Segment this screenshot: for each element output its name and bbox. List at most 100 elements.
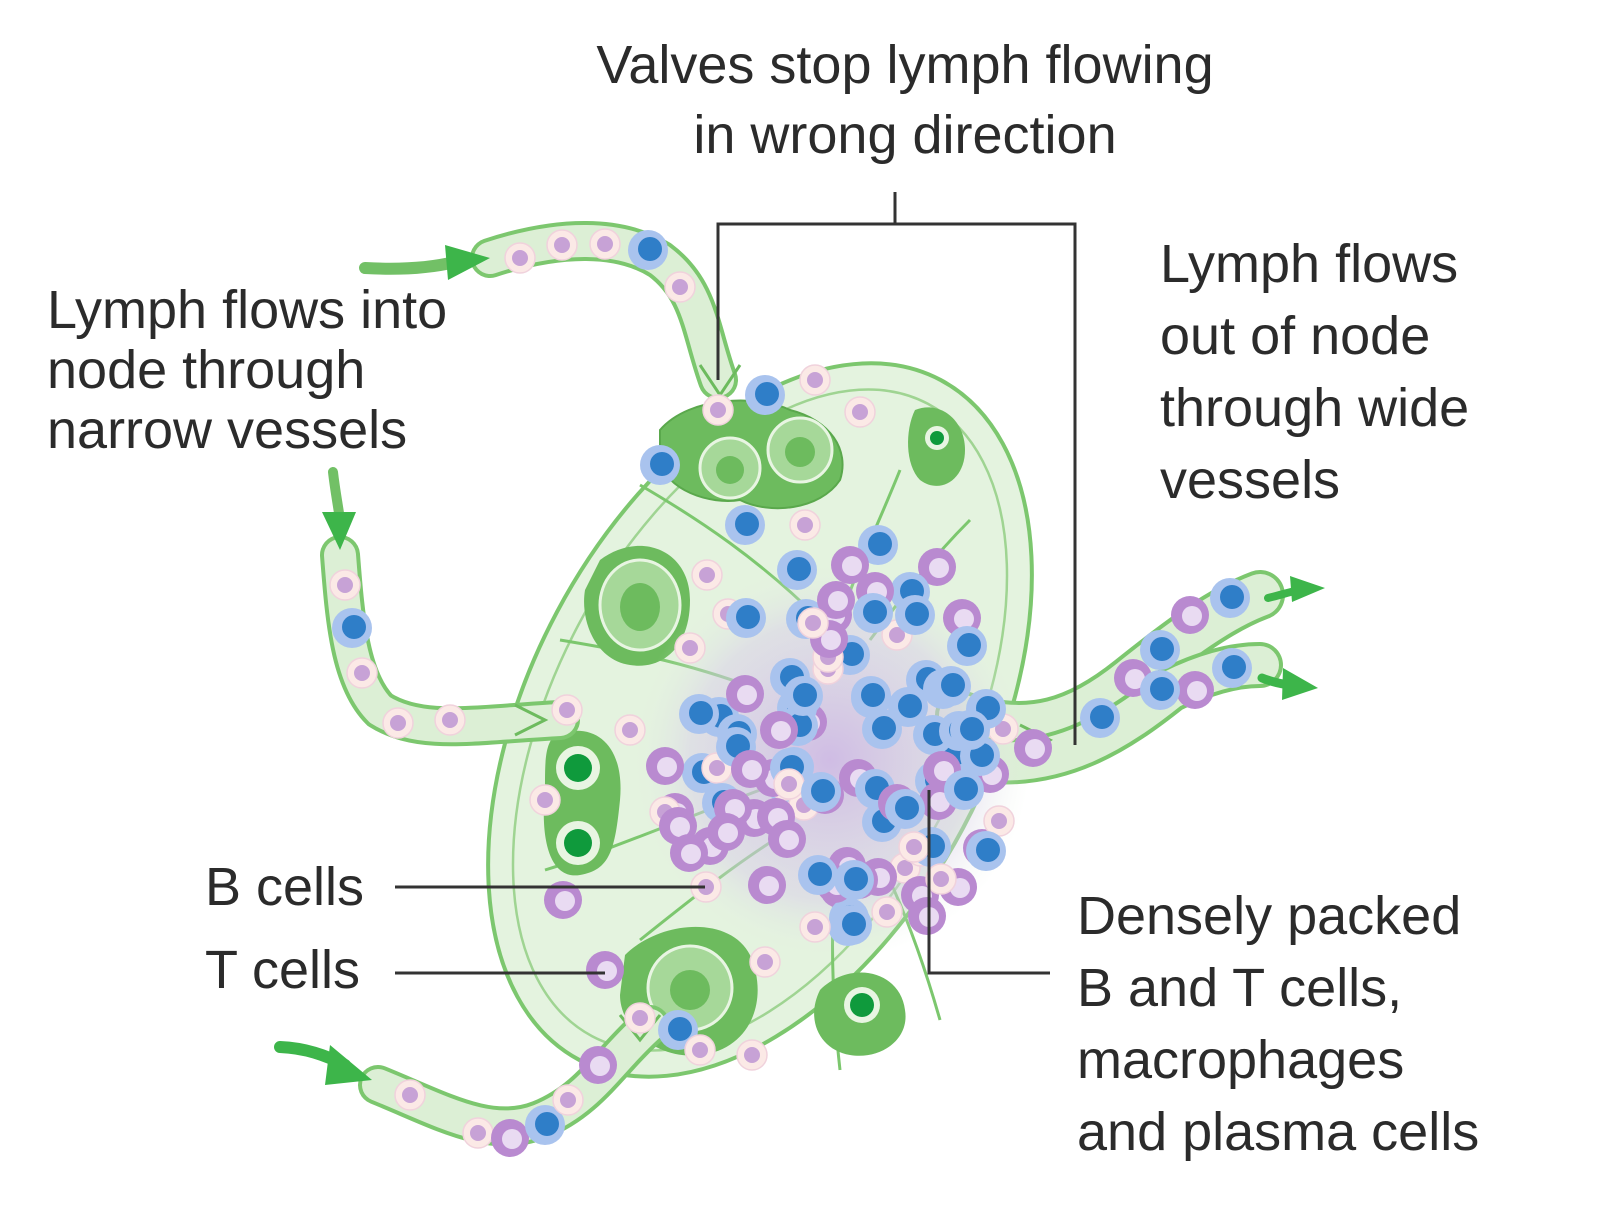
- t-cell: [931, 666, 971, 706]
- b-cell: [799, 911, 831, 943]
- lymph-out-label-line-4: vessels: [1160, 450, 1341, 510]
- arrow-out-top: [1264, 576, 1325, 602]
- t-cell: [947, 626, 987, 666]
- t-cell: [944, 770, 984, 810]
- lymph-out-label-line-1: Lymph flows: [1160, 234, 1459, 294]
- arrow-in-bottom: [274, 1041, 372, 1085]
- b-cell: [329, 569, 361, 601]
- t-cell: [851, 676, 891, 716]
- lymph-out-label: Lymph flows out of node through wide ves…: [1160, 228, 1469, 516]
- lymph-in-label-line-3: narrow vessels: [47, 400, 408, 460]
- p-cell: [760, 711, 798, 749]
- b-cell: [674, 632, 706, 664]
- t-cell: [832, 905, 872, 945]
- t-cell: [895, 595, 935, 635]
- follicle-top: [659, 399, 844, 510]
- dense-label-line-2: B and T cells,: [1077, 958, 1403, 1018]
- p-cell: [831, 546, 869, 584]
- valves-label-line-2: in wrong direction: [693, 105, 1117, 165]
- b-cells-label: B cells: [205, 852, 364, 922]
- b-cell: [614, 714, 646, 746]
- b-cell: [844, 396, 876, 428]
- b-cell: [589, 228, 621, 260]
- b-cell: [799, 364, 831, 396]
- b-cell: [871, 896, 903, 928]
- t-cell: [1212, 648, 1252, 688]
- t-cell: [628, 230, 668, 270]
- b-cell: [552, 1084, 584, 1116]
- t-cell: [858, 525, 898, 565]
- follicle-left: [584, 545, 690, 666]
- p-cell: [726, 675, 764, 713]
- lymph-out-label-line-3: through wide: [1160, 378, 1470, 438]
- lymph-out-label-line-2: out of node: [1160, 306, 1431, 366]
- p-cell: [748, 866, 786, 904]
- p-cell: [579, 1046, 617, 1084]
- arrow-in-top: [359, 245, 490, 280]
- t-cells-label: T cells: [205, 935, 360, 1005]
- b-cells-label-text: B cells: [205, 857, 365, 917]
- t-cell: [745, 375, 785, 415]
- dense-cells-label: Densely packed B and T cells, macrophage…: [1077, 880, 1479, 1168]
- b-cell: [797, 607, 829, 639]
- t-cell: [853, 593, 893, 633]
- t-cell: [783, 676, 823, 716]
- p-cell: [586, 951, 624, 989]
- t-cell: [726, 598, 766, 638]
- p-cell: [544, 881, 582, 919]
- t-cell: [1210, 578, 1250, 618]
- t-cell: [725, 505, 765, 545]
- p-cell: [670, 834, 708, 872]
- b-cell: [434, 704, 466, 736]
- t-cell: [640, 445, 680, 485]
- b-cell: [691, 559, 723, 591]
- b-cell: [925, 863, 957, 895]
- t-cell: [332, 608, 372, 648]
- b-cell: [898, 831, 930, 863]
- valves-label-line-1: Valves stop lymph flowing: [596, 35, 1214, 95]
- b-cell: [346, 657, 378, 689]
- b-cell: [382, 707, 414, 739]
- p-cell: [918, 548, 956, 586]
- p-cell: [491, 1119, 529, 1157]
- b-cell: [529, 784, 561, 816]
- t-cell: [885, 789, 925, 829]
- t-cell: [1140, 670, 1180, 710]
- t-cell: [801, 772, 841, 812]
- p-cell: [731, 750, 769, 788]
- t-cell: [525, 1105, 565, 1145]
- b-cell: [690, 871, 722, 903]
- t-cell: [777, 550, 817, 590]
- follicle-lower-left: [543, 730, 621, 876]
- lymph-in-label: Lymph flows into node through narrow ves…: [47, 280, 447, 460]
- follicle-bottom-right: [814, 972, 906, 1056]
- b-cell: [624, 1002, 656, 1034]
- lymph-in-label-line-1: Lymph flows into: [47, 280, 448, 340]
- b-cell: [462, 1117, 494, 1149]
- lymph-in-label-line-2: node through: [47, 340, 366, 400]
- valves-bracket: [716, 192, 1077, 745]
- t-cell: [679, 694, 719, 734]
- b-cell: [789, 509, 821, 541]
- p-cell: [1014, 729, 1052, 767]
- b-cell: [551, 694, 583, 726]
- t-cell: [966, 831, 1006, 871]
- t-cell: [1140, 630, 1180, 670]
- t-cell: [862, 709, 902, 749]
- b-cell: [546, 229, 578, 261]
- arrow-out-bottom: [1257, 668, 1318, 700]
- t-cells-label-text: T cells: [205, 940, 361, 1000]
- b-cell: [749, 946, 781, 978]
- b-cell: [983, 805, 1015, 837]
- t-cell: [1080, 698, 1120, 738]
- t-cell: [950, 710, 990, 750]
- p-cell: [707, 813, 745, 851]
- p-cell: [1171, 596, 1209, 634]
- dense-label-line-3: macrophages: [1077, 1030, 1405, 1090]
- b-cell: [684, 1034, 716, 1066]
- b-cell: [736, 1039, 768, 1071]
- b-cell: [504, 242, 536, 274]
- leader-lines: [395, 192, 1077, 975]
